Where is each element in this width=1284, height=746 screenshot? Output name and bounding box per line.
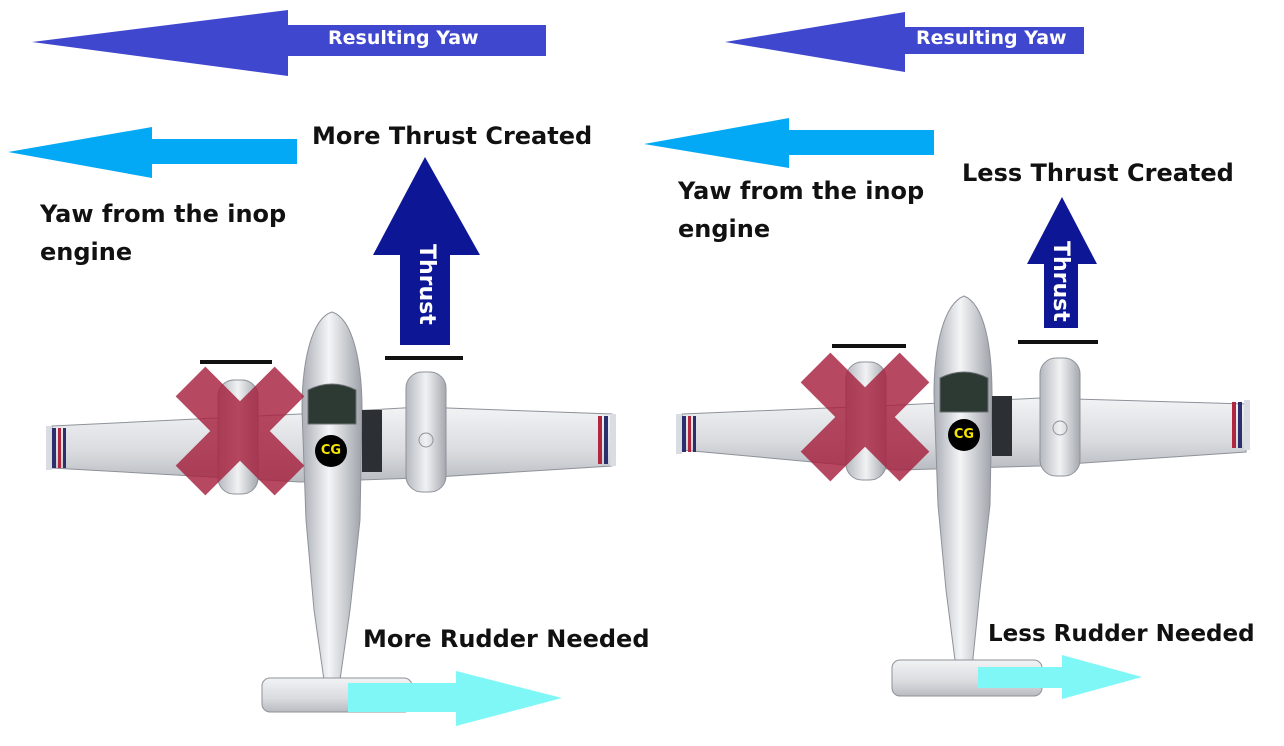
right-cg-marker: [948, 419, 980, 451]
right-thrust-label: Thrust: [1048, 241, 1073, 322]
right-panel: [644, 12, 1250, 699]
left-rudder-arrow: [348, 671, 562, 726]
left-thrust-caption: More Thrust Created: [312, 122, 593, 150]
right-rudder-caption: Less Rudder Needed: [988, 621, 1255, 647]
left-yaw-caption-line1: Yaw from the inop: [40, 200, 287, 228]
right-airplane: [676, 295, 1250, 697]
left-cg-marker: [315, 435, 347, 467]
right-resulting-yaw-arrow: [725, 12, 1084, 72]
left-rudder-caption: More Rudder Needed: [363, 625, 650, 653]
left-yaw-arrow: [8, 127, 297, 178]
right-resulting-yaw-label: Resulting Yaw: [916, 27, 1067, 49]
left-inop-cross: [175, 366, 305, 496]
right-rudder-arrow: [978, 655, 1142, 699]
right-cg-label: CG: [953, 427, 975, 442]
left-resulting-yaw-arrow: [32, 10, 546, 76]
left-cg-label: CG: [320, 443, 342, 458]
left-thrust-arrow: [373, 157, 480, 345]
left-yaw-caption-line2: engine: [40, 238, 133, 266]
right-inop-cross: [800, 352, 930, 482]
right-thrust-caption: Less Thrust Created: [962, 159, 1234, 187]
right-yaw-arrow: [644, 118, 934, 168]
right-yaw-caption-line1: Yaw from the inop: [678, 177, 925, 205]
left-panel: [8, 10, 616, 726]
right-yaw-caption-line2: engine: [678, 215, 771, 243]
left-thrust-label: Thrust: [414, 244, 439, 325]
right-thrust-arrow: [1027, 197, 1097, 328]
left-resulting-yaw-label: Resulting Yaw: [328, 27, 479, 49]
